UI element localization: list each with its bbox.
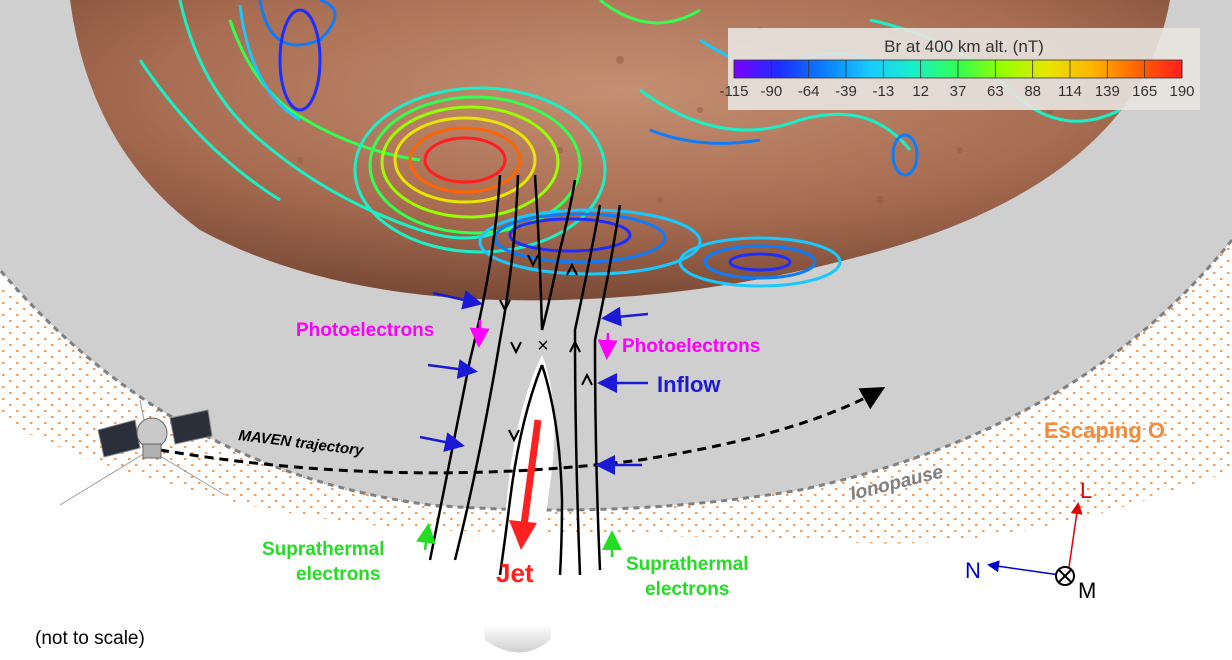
colorbar-tick-label: 37 xyxy=(950,83,967,100)
suprathermal-right-label-2: electrons xyxy=(645,579,729,600)
photoelectrons-right-label: Photoelectrons xyxy=(622,336,760,357)
ionopause-boundary xyxy=(0,239,1232,512)
photoelectrons-left-label: Photoelectrons xyxy=(296,320,434,341)
colorbar-tick-label: -115 xyxy=(720,83,749,100)
axis-m-label: M xyxy=(1078,578,1096,603)
x-line-marker: × xyxy=(537,335,549,357)
colorbar-tick-label: -13 xyxy=(872,83,894,100)
colorbar-tick-label: 165 xyxy=(1132,83,1157,100)
jet-label: Jet xyxy=(496,558,534,588)
maven-spacecraft-icon xyxy=(59,399,226,506)
colorbar-tick-label: 63 xyxy=(987,83,1004,100)
axis-l-label: L xyxy=(1080,478,1092,503)
axis-n-label: N xyxy=(965,558,981,583)
escaping-o-label: Escaping O xyxy=(1044,418,1165,443)
jet-plume xyxy=(483,560,552,653)
not-to-scale-note: (not to scale) xyxy=(35,628,145,649)
photoelectron-arrows xyxy=(469,319,618,360)
colorbar-tick-label: -90 xyxy=(760,83,782,100)
colorbar-tick-label: -39 xyxy=(835,83,857,100)
inflow-label: Inflow xyxy=(657,372,721,397)
inflow-arrows xyxy=(419,289,649,475)
colorbar-tick-label: 114 xyxy=(1058,83,1082,100)
colorbar-tick-label: 88 xyxy=(1024,83,1041,100)
colorbar-tick-label: 139 xyxy=(1095,83,1120,100)
colorbar-tick-label: 190 xyxy=(1169,83,1194,100)
jet-channel xyxy=(498,355,555,570)
colorbar-title: Br at 400 km alt. (nT) xyxy=(884,37,1044,56)
suprathermal-arrows xyxy=(416,523,622,557)
suprathermal-left-label-1: Suprathermal xyxy=(262,539,384,560)
jet-arrow xyxy=(509,419,542,550)
suprathermal-left-label-2: electrons xyxy=(296,564,380,585)
colorbar-tick-label: 12 xyxy=(912,83,929,100)
magnetic-field-lines xyxy=(428,174,622,576)
lmn-axes: L N M xyxy=(965,478,1096,603)
colorbar: Br at 400 km alt. (nT) -115 -90 -64 -39 -13 1… xyxy=(720,28,1200,110)
field-direction-arrows xyxy=(499,254,593,443)
suprathermal-right-label-1: Suprathermal xyxy=(626,554,748,575)
colorbar-tick-label: -64 xyxy=(798,83,820,100)
